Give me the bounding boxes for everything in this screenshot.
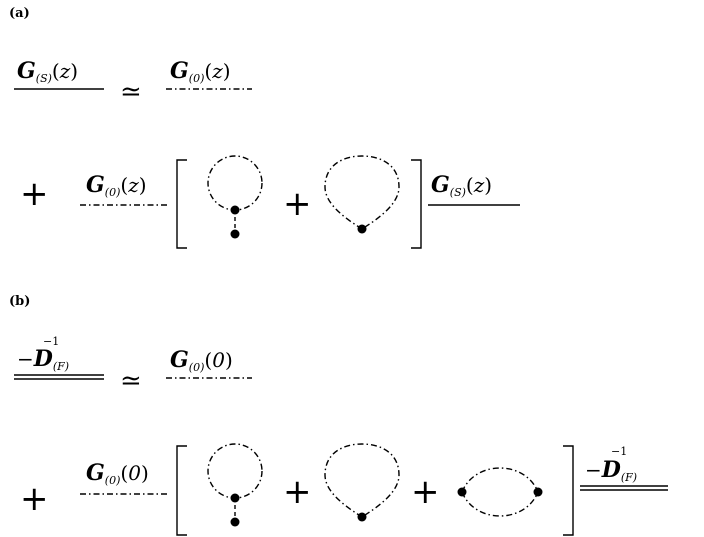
panel-a-term2-left-label: G(0)(z)	[86, 172, 147, 199]
panel-b-plus: +	[20, 479, 49, 519]
vertex-dot	[230, 229, 240, 239]
panel-b-lhs-label: −D(F)	[17, 346, 69, 373]
vertex-dot	[357, 224, 367, 234]
panel-b-rhs-propagator: G(0)(0)	[166, 347, 252, 379]
vertex-dot	[533, 487, 543, 497]
panel-a-term2-right-propagator: G(S)(z)	[428, 172, 520, 206]
panel-b-lhs-superscript: −1	[43, 335, 59, 348]
panel-b-label: (b)	[9, 294, 30, 309]
panel-b-diagram-plus-2: +	[411, 472, 440, 512]
panel-a-left-bracket	[176, 159, 187, 249]
self-loop	[324, 155, 400, 230]
panel-a-lhs-label: G(S)(z)	[17, 58, 78, 85]
panel-a-diagram-plus: +	[283, 184, 312, 224]
vertex-dot	[230, 205, 240, 215]
vertex-dot	[230, 517, 240, 527]
panel-b-tadpole-diagram	[207, 443, 263, 527]
panel-b-bubble-diagram	[457, 467, 543, 517]
tadpole-loop	[207, 155, 263, 211]
vertex-dot	[357, 512, 367, 522]
bubble-upper-arc	[461, 467, 539, 493]
panel-b-term2-right-label: −D(F)	[585, 457, 637, 484]
panel-a-term2-right-label: G(S)(z)	[431, 172, 492, 199]
panel-b-term2-right-propagator: −1 −D(F)	[580, 445, 668, 491]
panel-b-approx-symbol: ≃	[120, 366, 142, 396]
bubble-lower-arc	[461, 491, 539, 517]
panel-a-rhs-propagator: G(0)(z)	[166, 58, 252, 90]
panel-a-label: (a)	[9, 6, 30, 21]
self-loop	[324, 443, 400, 518]
vertex-dot	[230, 493, 240, 503]
panel-a-plus: +	[20, 174, 49, 214]
tadpole-loop	[207, 443, 263, 499]
vertex-dot	[457, 487, 467, 497]
panel-b-right-bracket	[563, 445, 574, 536]
panel-b-lhs-propagator: −1 −D(F)	[14, 335, 104, 380]
panel-a-rhs-label: G(0)(z)	[170, 58, 231, 85]
panel-b-term2-left-propagator: G(0)(0)	[80, 460, 168, 495]
panel-b-term2-right-superscript: −1	[611, 445, 627, 458]
panel-a-right-bracket	[411, 159, 422, 249]
panel-b-diagram-plus-1: +	[283, 472, 312, 512]
panel-b-term2-left-label: G(0)(0)	[86, 460, 149, 487]
panel-b-rhs-label: G(0)(0)	[170, 347, 233, 374]
panel-a-lhs-propagator: G(S)(z)	[14, 58, 104, 90]
panel-b-left-bracket	[176, 445, 187, 536]
panel-a-approx-symbol: ≃	[120, 77, 142, 107]
panel-a-loop-diagram	[324, 155, 400, 234]
panel-a-term2-left-propagator: G(0)(z)	[80, 172, 168, 206]
panel-a-tadpole-diagram	[207, 155, 263, 239]
panel-b-loop-diagram	[324, 443, 400, 522]
